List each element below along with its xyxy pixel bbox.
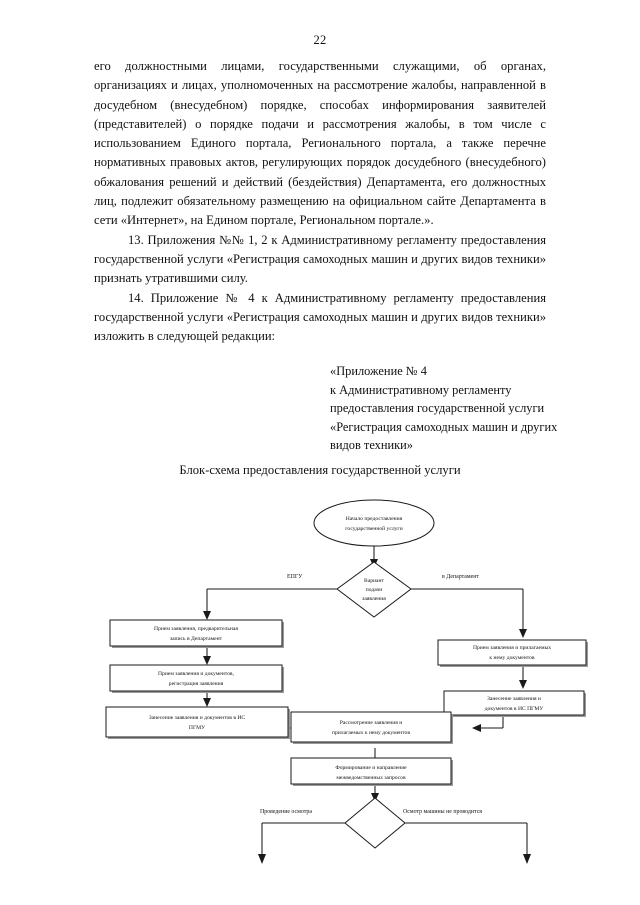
node-decision-submission: Вариант подачи заявления (336, 561, 412, 618)
arrowhead-inspection-decision (371, 793, 379, 802)
arrowhead-inspection-no (523, 854, 531, 864)
arrowhead-dept-ispgmu (519, 680, 527, 689)
arrowhead-start-to-decision (370, 559, 378, 568)
body-text-block: его должностными лицами, государственным… (94, 57, 546, 346)
node-epgu-registration-line-1: Прием заявления и документов, (158, 671, 235, 677)
edge-label-inspection-no: Осмотр машины не проводится (403, 809, 482, 815)
node-epgu-is-pgmu: Занесение заявления и документов в ИС ПГ… (105, 706, 290, 739)
node-dept-intake-line-1: Прием заявления и прилагаемых (473, 645, 551, 651)
paragraph-item-13: 13. Приложения №№ 1, 2 к Административно… (94, 232, 546, 286)
node-dept-ispgmu-line-1: Занесение заявления и (487, 696, 541, 702)
appendix-line-5: видов техники» (330, 438, 413, 453)
appendix-line-1: «Приложение № 4 (330, 364, 427, 378)
scheme-title: Блок-схема предоставления государственно… (179, 463, 461, 477)
arrowhead-epgu-ispgmu (203, 698, 211, 707)
node-decision-line-1: Вариант (364, 578, 384, 584)
node-interagency-line-1: Формирование и направление (335, 765, 407, 771)
appendix-line-2: к Административному регламенту (330, 382, 512, 397)
node-epgu-intake-line-1: Прием заявления, предварительная (154, 626, 238, 632)
node-epgu-intake: Прием заявления, предварительная запись … (109, 619, 284, 648)
node-interagency-line-2: межведомственных запросов (336, 775, 406, 781)
node-decision-line-2: подачи (366, 587, 383, 593)
node-start: Начало предоставления государственной ус… (313, 499, 435, 547)
node-epgu-registration: Прием заявления и документов, регистраци… (109, 664, 284, 693)
node-interagency: Формирование и направление межведомствен… (290, 757, 453, 786)
node-decision-line-3: заявления (362, 596, 386, 602)
node-dept-intake-line-2: к нему документов (489, 655, 535, 661)
node-dept-ispgmu-line-2: документов в ИС ПГМУ (485, 706, 544, 712)
arrowhead-epgu-intake (203, 611, 211, 620)
edge-label-inspection-yes: Проведение осмотра (260, 809, 312, 815)
node-start-line-1: Начало предоставления (346, 516, 403, 522)
node-review: Рассмотрение заявления и прилагаемых к н… (290, 711, 453, 744)
node-review-line-2: прилагаемых к нему документов (332, 730, 410, 736)
page-number: 22 (313, 33, 327, 47)
arrowhead-review-right (472, 724, 481, 732)
arrowhead-dept-intake (519, 629, 527, 638)
arrowhead-review-left (282, 724, 291, 732)
edge-label-department: в Департамент (442, 574, 479, 580)
node-epgu-ispgmu-line-2: ПГМУ (189, 725, 205, 731)
arrowhead-epgu-registration (203, 656, 211, 665)
edge-label-epgu: ЕПГУ (287, 574, 303, 580)
node-review-line-1: Рассмотрение заявления и (340, 720, 403, 726)
arrowhead-inspection-yes (258, 854, 266, 864)
appendix-line-3: предоставления государственной услуги (330, 401, 545, 416)
appendix-line-4: «Регистрация самоходных машин и других (330, 419, 558, 434)
node-start-line-2: государственной услуги (345, 525, 402, 532)
appendix-reference-block: «Приложение № 4 к Административному регл… (330, 362, 560, 455)
node-dept-intake: Прием заявления и прилагаемых к нему док… (437, 639, 588, 667)
node-epgu-registration-line-2: регистрация заявления (169, 681, 224, 687)
node-epgu-ispgmu-line-1: Занесение заявления и документов в ИС (149, 715, 246, 721)
node-epgu-intake-line-2: запись в Департамент (170, 636, 223, 642)
paragraph-continuation: его должностными лицами, государственным… (94, 59, 546, 228)
node-dept-is-pgmu: Занесение заявления и документов в ИС ПГ… (443, 690, 586, 717)
paragraph-item-14: 14. Приложение № 4 к Административному р… (94, 290, 546, 344)
node-decision-inspection (344, 797, 406, 849)
arrowhead-interagency (371, 758, 379, 767)
